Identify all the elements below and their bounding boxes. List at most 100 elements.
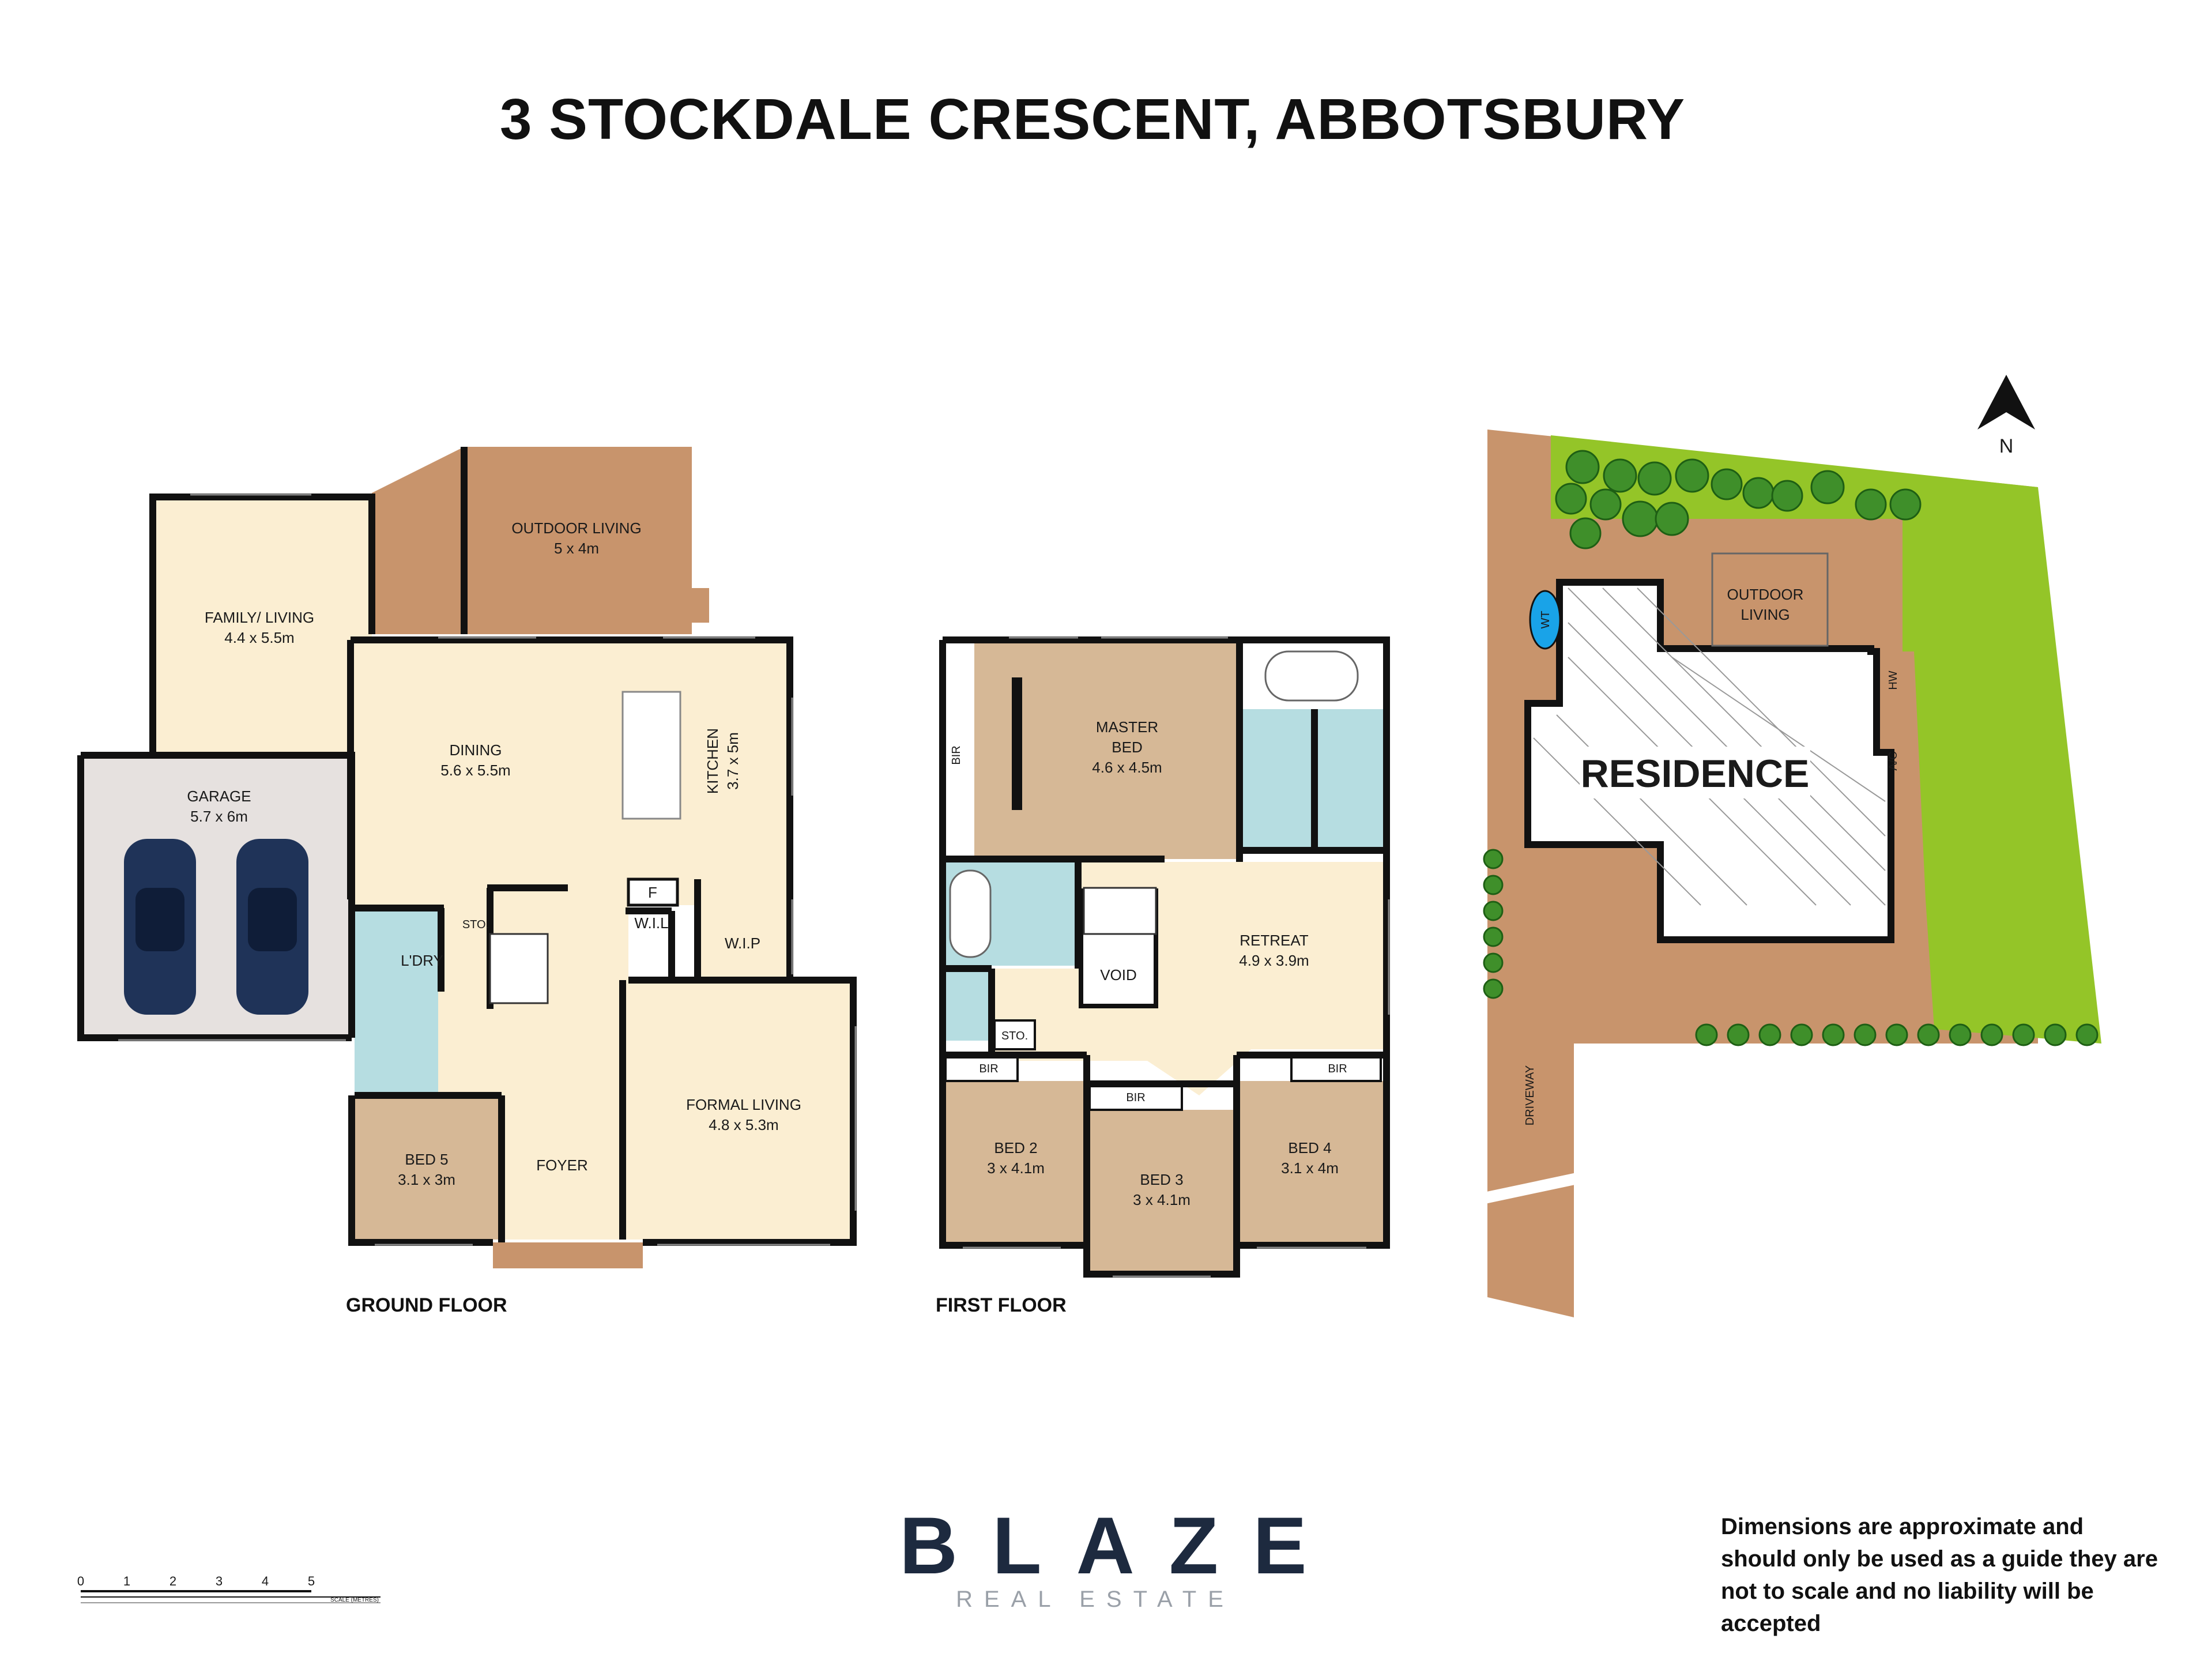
north-arrow-icon xyxy=(1977,375,2035,430)
label-master-2: BED xyxy=(1112,739,1142,756)
label-bir-bed4: BIR xyxy=(1328,1063,1347,1075)
ground-dining-area xyxy=(351,640,789,905)
dims-family: 4.4 x 5.5m xyxy=(224,629,294,646)
first-bed4-area xyxy=(1237,1081,1384,1242)
garage-car-left xyxy=(124,839,196,1015)
fridge-box xyxy=(627,877,679,907)
brand-subtitle: REAL ESTATE xyxy=(956,1587,1235,1612)
label-ac: A/C xyxy=(1887,751,1900,770)
stairs-ground xyxy=(489,933,549,1004)
label-hw: HW xyxy=(1887,671,1900,690)
scale-tick-3: 3 xyxy=(216,1574,223,1588)
site-outdoor-living xyxy=(1711,552,1829,647)
garage-car-right xyxy=(236,839,308,1015)
ground-walls xyxy=(77,447,857,1246)
label-residence: RESIDENCE xyxy=(1581,752,1810,796)
label-bed2: BED 2 xyxy=(994,1139,1037,1157)
label-family: FAMILY/ LIVING xyxy=(205,609,314,626)
ground-bath-area xyxy=(355,989,438,1093)
brand-name: BLAZE xyxy=(899,1500,1342,1591)
label-retreat: RETREAT xyxy=(1240,932,1309,949)
ground-bed5-area xyxy=(352,1095,502,1240)
kitchen-island xyxy=(621,691,681,820)
label-bir-bed3: BIR xyxy=(1126,1091,1145,1104)
label-laundry: L'DRY xyxy=(401,952,443,969)
dims-bed3: 3 x 4.1m xyxy=(1133,1191,1191,1208)
dims-kitchen: 3.7 x 5m xyxy=(724,732,741,790)
first-master-wardrobe xyxy=(1012,677,1022,810)
label-sto-ground: STO. xyxy=(462,918,489,931)
label-wil: W.I.L xyxy=(634,914,668,932)
scale-tick-1: 1 xyxy=(123,1574,130,1588)
first-bir-bed2 xyxy=(944,1054,1019,1082)
first-sto xyxy=(993,1019,1036,1050)
ground-floor-plan: OUTDOOR LIVING 5 x 4m FAMILY/ LIVING 4.4… xyxy=(77,447,857,1268)
scale-tick-2: 2 xyxy=(169,1574,176,1588)
site-residence-label-box xyxy=(1580,747,1810,798)
label-outdoor-living: OUTDOOR LIVING xyxy=(511,519,641,537)
ground-step xyxy=(689,588,709,623)
page-title: 3 STOCKDALE CRESCENT, ABBOTSBURY xyxy=(499,87,1686,152)
ground-porch xyxy=(493,1242,643,1268)
label-wt: WT xyxy=(1539,611,1552,628)
first-walls xyxy=(939,636,1390,1278)
label-bed5: BED 5 xyxy=(405,1151,448,1168)
first-windows xyxy=(963,636,1390,1278)
site-plan: RESIDENCE OUTDOOR LIVING WT HW A/C DRIVE… xyxy=(1481,375,2101,1317)
dims-retreat: 4.9 x 3.9m xyxy=(1239,952,1309,969)
label-dining: DINING xyxy=(450,741,502,759)
dims-bed4: 3.1 x 4m xyxy=(1281,1159,1339,1177)
label-foyer: FOYER xyxy=(536,1157,588,1174)
scale-tick-5: 5 xyxy=(308,1574,315,1588)
driveway-break xyxy=(1481,1171,1586,1204)
first-wc-area xyxy=(945,969,989,1041)
label-bir-master: BIR xyxy=(950,745,963,764)
scale-label: SCALE (METRES) xyxy=(330,1597,379,1603)
ground-outdoor-living-area xyxy=(372,447,692,634)
water-tank xyxy=(1529,590,1561,650)
dims-bed2: 3 x 4.1m xyxy=(987,1159,1045,1177)
dims-dining: 5.6 x 5.5m xyxy=(440,762,510,779)
label-north: N xyxy=(1999,435,2014,457)
label-bed3: BED 3 xyxy=(1140,1171,1183,1188)
site-side-yard xyxy=(1903,651,1934,1029)
scale-tick-0: 0 xyxy=(77,1574,84,1588)
site-hedge-top xyxy=(1555,450,1922,549)
first-bed2-area xyxy=(945,1081,1087,1242)
first-bir-master xyxy=(943,646,974,856)
first-bathtub xyxy=(1264,650,1359,702)
label-garage: GARAGE xyxy=(187,788,251,805)
dims-bed5: 3.1 x 3m xyxy=(398,1171,455,1188)
brand-logo: BLAZE REAL ESTATE xyxy=(865,1499,1326,1613)
scale-tick-4: 4 xyxy=(262,1574,269,1588)
first-bathtub-2 xyxy=(949,869,992,958)
dims-garage: 5.7 x 6m xyxy=(190,808,248,825)
label-kitchen: KITCHEN xyxy=(704,728,721,794)
first-bir-bed4 xyxy=(1290,1054,1382,1082)
label-wip: W.I.P xyxy=(725,935,760,952)
ground-formal-area xyxy=(623,980,853,1240)
scale-bar: 0 1 2 3 4 5 SCALE (METRES) xyxy=(77,1574,381,1603)
label-bir-bed2: BIR xyxy=(979,1063,998,1075)
ground-wip-area xyxy=(695,876,787,977)
label-formal-living: FORMAL LIVING xyxy=(686,1096,801,1113)
dims-formal-living: 4.8 x 5.3m xyxy=(709,1116,778,1133)
label-master-1: MASTER xyxy=(1096,718,1158,736)
first-floor-plan: BIR MASTER BED 4.6 x 4.5m RETREAT 4.9 x … xyxy=(939,636,1390,1278)
site-hedge-left xyxy=(1483,849,1504,999)
first-stairs xyxy=(1083,887,1157,935)
label-site-outdoor-1: OUTDOOR xyxy=(1727,586,1804,603)
ground-floor-label: GROUND FLOOR xyxy=(346,1294,507,1316)
label-sto-first: STO. xyxy=(1001,1030,1028,1042)
first-bed3-area xyxy=(1090,1110,1234,1274)
label-driveway: DRIVEWAY xyxy=(1524,1065,1536,1125)
disclaimer-text: Dimensions are approximate and should on… xyxy=(1721,1514,2158,1636)
first-floor-label: FIRST FLOOR xyxy=(936,1294,1067,1316)
label-bed4: BED 4 xyxy=(1288,1139,1331,1157)
site-hedge-bottom xyxy=(1695,1023,2099,1046)
dims-outdoor-living: 5 x 4m xyxy=(554,540,599,557)
ground-windows xyxy=(118,494,857,1246)
label-site-outdoor-2: LIVING xyxy=(1741,606,1790,623)
